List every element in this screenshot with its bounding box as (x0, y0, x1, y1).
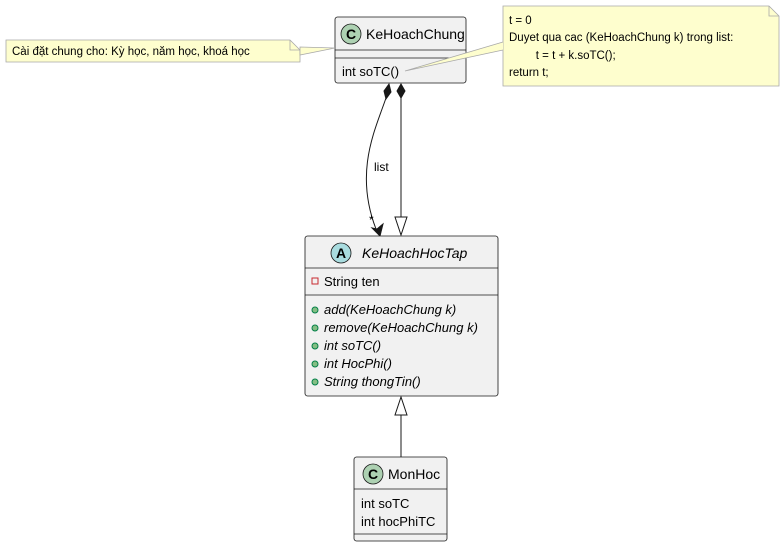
public-visibility-icon (311, 306, 319, 314)
method-note-line-3: t = t + k.soTC(); (523, 50, 616, 62)
class-monhoc-name: MonHoc (388, 466, 440, 482)
generalization-edge (394, 395, 408, 457)
method-add: add(KeHoachChung k) (324, 302, 456, 317)
composition-label: list (374, 160, 389, 174)
field-ten: String ten (324, 274, 380, 289)
note-box (5, 39, 301, 63)
method-remove: remove(KeHoachChung k) (324, 320, 478, 335)
public-visibility-icon (311, 360, 319, 368)
composition-multiplicity: * (369, 213, 374, 227)
class-kehoachchung: C KeHoachChung int soTC() (334, 16, 467, 84)
method-sotc: int soTC() (324, 338, 381, 353)
class-kehoachhoctap-box (304, 235, 499, 397)
arrow-head (370, 222, 384, 237)
class-kehoachhoctap-name: KeHoachHocTap (362, 245, 468, 261)
method-note-line-1: t = 0 (509, 15, 532, 27)
note-fold (289, 40, 300, 51)
method-note-line-3-text: t = t + k.soTC(); (523, 50, 616, 62)
method-note-line-2: Duyet qua cac (KeHoachChung k) trong lis… (509, 32, 733, 44)
public-visibility-icon (311, 342, 319, 350)
note-box (502, 5, 780, 87)
method-hocphi: int HocPhi() (324, 356, 392, 371)
field-hocphitc: int hocPhiTC (361, 514, 435, 529)
class-icon (340, 23, 362, 45)
class-monhoc: C MonHoc int soTC int hocPhiTC (353, 456, 448, 542)
composition-list-edge: list * (365, 82, 392, 237)
field-sotc: int soTC (361, 496, 409, 511)
class-icon-letter: C (368, 466, 378, 482)
class-icon (362, 463, 384, 485)
note-fold (768, 6, 779, 17)
abstract-class-icon (330, 242, 352, 264)
public-visibility-icon (311, 324, 319, 332)
private-visibility-icon (311, 277, 319, 285)
class-icon-letter: C (346, 26, 356, 42)
class-note: Cài đặt chung cho: Kỳ học, năm học, khoá… (5, 39, 336, 63)
composition-diamond (383, 82, 392, 101)
method-sotc: int soTC() (342, 64, 399, 79)
composition-generalization-edge (394, 82, 408, 237)
composition-line (365, 97, 387, 230)
generalization-triangle (394, 216, 408, 237)
public-visibility-icon (311, 378, 319, 386)
abstract-class-icon-letter: A (336, 245, 346, 261)
method-thongtin: String thongTin() (324, 374, 421, 389)
note-connector (404, 41, 504, 72)
composition-diamond (396, 82, 406, 100)
class-kehoachhoctap: A KeHoachHocTap String ten add(KeHoachCh… (304, 235, 499, 397)
method-note: t = 0 Duyet qua cac (KeHoachChung k) tro… (404, 5, 780, 87)
note-connector (299, 46, 336, 56)
method-note-line-4: return t; (509, 67, 549, 79)
class-note-text: Cài đặt chung cho: Kỳ học, năm học, khoá… (12, 46, 250, 58)
class-kehoachchung-name: KeHoachChung (366, 26, 465, 42)
generalization-triangle (394, 395, 408, 416)
